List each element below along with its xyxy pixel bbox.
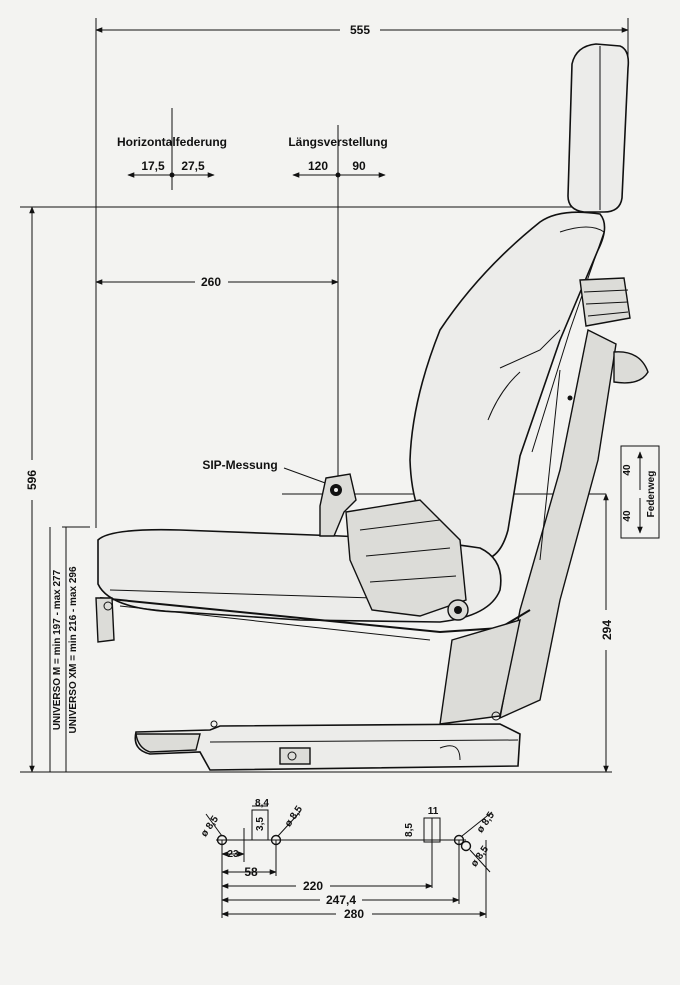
seat-illustration	[95, 43, 649, 771]
horizontal-suspension-right: 27,5	[181, 159, 205, 173]
longitudinal-adjustment-dimension: Längsverstellung 120 90	[288, 125, 388, 480]
seat-height-range: UNIVERSO M = min 197 - max 277 UNIVERSO …	[49, 526, 90, 772]
depth-value: 260	[201, 275, 221, 289]
sip-measurement: SIP-Messung	[202, 458, 606, 495]
mount-w23: 23	[227, 849, 239, 860]
hole-c: ø 8,5	[475, 810, 497, 835]
longitudinal-adjustment-left: 120	[308, 159, 328, 173]
depth-dimension: 260	[95, 275, 339, 289]
horizontal-suspension-dimension: Horizontalfederung 17,5 27,5	[117, 108, 227, 190]
seat-height-m: UNIVERSO M = min 197 - max 277	[52, 569, 63, 730]
mounting-pattern: 8,4 3,5 11 8,5 ø 8,5 ø 8,5 ø 8,5 ø 8,5 2…	[199, 798, 497, 921]
mount-w247: 247,4	[326, 893, 356, 907]
spring-travel-label: Federweg	[646, 471, 657, 518]
mount-w220: 220	[303, 879, 323, 893]
width-value: 555	[350, 23, 370, 37]
mount-d1: 8,4	[255, 798, 269, 809]
base-height-dimension: 294	[600, 493, 614, 773]
mount-d4: 11	[428, 806, 439, 817]
hole-d: ø 8,5	[469, 844, 491, 869]
height-dimension: 596	[20, 206, 612, 773]
mount-d2: 3,5	[255, 817, 266, 831]
spring-travel-b: 40	[622, 510, 633, 522]
horizontal-suspension-left: 17,5	[141, 159, 165, 173]
hole-b: ø 8,5	[283, 804, 305, 829]
base-height-value: 294	[600, 620, 614, 640]
seat-height-xm: UNIVERSO XM = min 216 - max 296	[68, 566, 79, 733]
mount-d3: 8,5	[404, 823, 415, 837]
spring-travel-a: 40	[622, 464, 633, 476]
hole-a: ø 8,5	[199, 814, 221, 839]
height-value: 596	[25, 470, 39, 490]
longitudinal-adjustment-right: 90	[352, 159, 366, 173]
mount-w58: 58	[244, 865, 258, 879]
width-dimension: 555	[95, 18, 629, 528]
sip-label: SIP-Messung	[202, 458, 277, 472]
mount-w280: 280	[344, 907, 364, 921]
spring-travel-dimension: 40 40 Federweg	[620, 445, 660, 539]
